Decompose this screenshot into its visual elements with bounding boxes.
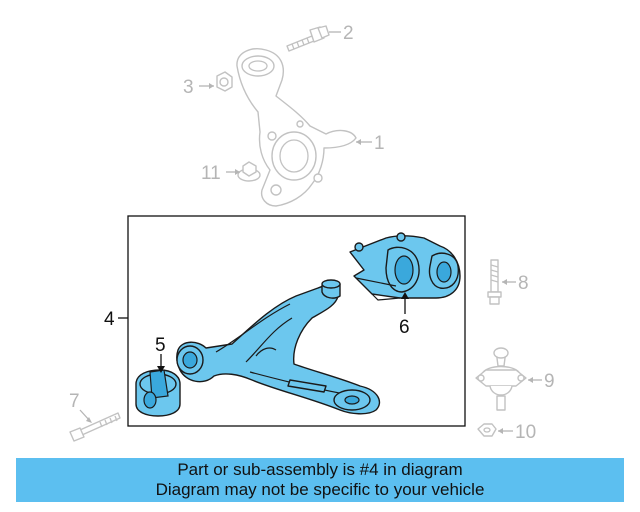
arrow-6 (401, 292, 409, 299)
banner-line-1: Part or sub-assembly is #4 in diagram (177, 460, 463, 479)
arrow-9 (528, 377, 533, 383)
callout-5[interactable]: 5 (155, 335, 166, 356)
callout-1: 1 (374, 133, 385, 154)
callout-3: 3 (183, 77, 194, 98)
arrow-5 (157, 366, 165, 373)
assembly-frame (127, 215, 466, 427)
arrow-1 (356, 139, 361, 145)
callout-10: 10 (515, 422, 536, 443)
banner-line-2: Diagram may not be specific to your vehi… (155, 480, 485, 499)
callout-11: 11 (201, 163, 221, 184)
ball-joint-part-9 (475, 347, 527, 411)
arrow-11 (235, 169, 240, 175)
bolt-part-2 (286, 25, 330, 52)
steering-knuckle-part-1 (236, 48, 357, 207)
arrow-3 (209, 83, 214, 89)
arrow-8 (502, 279, 507, 285)
lower-control-arm[interactable] (175, 279, 381, 415)
flange-nut-part-11 (237, 161, 261, 182)
arrow-7 (86, 417, 92, 423)
callout-2: 2 (343, 23, 354, 44)
callout-7: 7 (69, 391, 80, 412)
callout-8: 8 (518, 273, 529, 294)
bolt-part-8 (487, 259, 502, 305)
callout-4[interactable]: 4 (104, 309, 115, 330)
callout-6[interactable]: 6 (399, 317, 410, 338)
parts-diagram: 2 3 1 11 8 (69, 23, 555, 443)
bolt-part-7 (69, 412, 121, 442)
nut-part-10 (477, 423, 497, 437)
callout-9: 9 (544, 371, 555, 392)
info-banner: Part or sub-assembly is #4 in diagram Di… (16, 458, 624, 502)
bushing-part-5[interactable] (135, 369, 181, 417)
rear-bushing-bracket-part-6[interactable] (349, 232, 461, 301)
nut-part-3 (216, 71, 233, 92)
arrow-10 (498, 428, 503, 434)
